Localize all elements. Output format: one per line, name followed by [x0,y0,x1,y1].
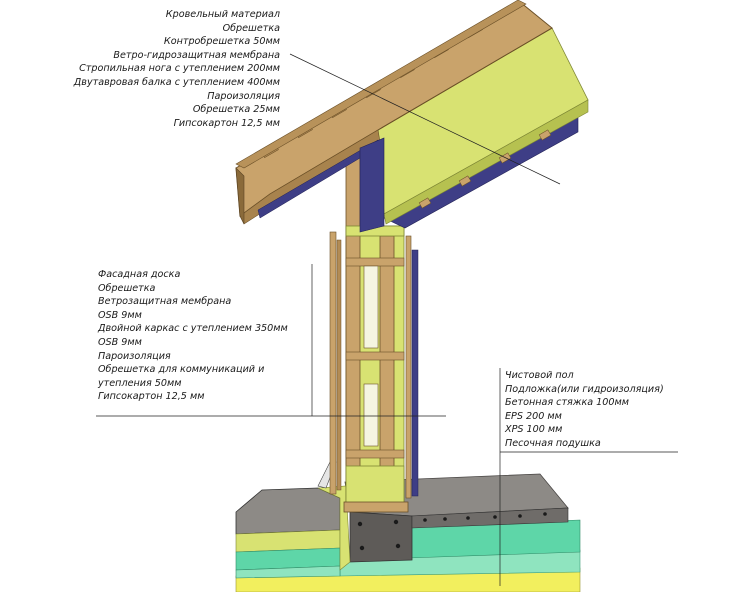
frame-noggin [345,351,405,361]
leader-lines [96,53,678,586]
floor-layer-label: XPS 100 мм [505,424,563,436]
inner-lining [411,249,419,497]
wall-layer-label: Фасадная доска [98,269,181,280]
roof-layer-label: Гипсокартон 12,5 мм [173,117,280,129]
wall-layer-label: OSB 9мм [98,309,142,321]
wall-layer-label: Гипсокартон 12,5 мм [98,391,205,403]
wall-layer-label: Ветрозащитная мембрана [98,296,232,308]
roof-covering [235,0,527,169]
roof-layer-label: Пароизоляция [207,90,280,102]
floor-layer-label: Чистовой пол [505,370,574,381]
floor-layers-list: Чистовой пол Подложка(или гидроизоляция)… [505,369,664,451]
roof-layer-label: Ветро-гидрозащитная мембрана [113,49,280,61]
roof-layer-label: Обрешетка [222,22,280,34]
sole-plate [343,501,409,513]
roof-section [235,0,589,233]
screed-front-face [411,507,569,529]
floor-layer-label: EPS 200 мм [505,410,562,422]
plinth-insulation [317,485,351,571]
wall-layer-label: Двойной каркас с утеплением 350мм [98,323,288,335]
frame-stud-inner [379,235,395,505]
wall-cavity [363,265,379,349]
floor-layer-label: Подложка(или гидроизоляция) [505,383,664,395]
wall-bottom-insulation [345,465,405,505]
roof-layer-label: Контробрешетка 50мм [163,36,280,48]
roof-layer-label: Двутавровая балка с утеплением 400мм [73,76,280,88]
outer-ground-top [235,487,341,535]
wall-layer-label: Пароизоляция [98,350,171,362]
floor-layer-label: Бетонная стяжка 100мм [505,397,629,409]
wall-layer-label: Обрешетка для коммуникаций и [98,364,265,376]
roof-layer-label: Обрешетка 25мм [192,104,280,116]
roof-layers-list: Кровельный материал Обрешетка Контробреш… [74,8,280,130]
wall-layer-label: Обрешетка [98,282,156,294]
wall-cavity [363,383,379,447]
frame-noggin [345,449,405,459]
roof-layer-label: Стропильная нога с утеплением 200мм [79,63,280,75]
wall-layers-list: Фасадная доска Обрешетка Ветрозащитная м… [98,268,288,404]
foundation-block-front [349,511,413,563]
eaves-junction [359,137,385,233]
facade-board [329,231,337,495]
rafter-tail [235,167,245,225]
floor-layer-label: Песочная подушка [505,437,601,449]
inner-batten [405,235,412,499]
wall-layer-label: OSB 9мм [98,336,142,348]
anchor-bolts [357,512,547,551]
facade-batten [336,239,342,491]
wall-layer-label: утепления 50мм [98,377,182,389]
roof-insulation-edge [383,99,589,225]
outer-ground-layer-3 [235,565,341,579]
roof-edge-line [377,27,553,131]
frame-noggin [345,257,405,267]
roof-layer-label: Кровельный материал [165,9,280,20]
roof-inner-battens [418,129,552,209]
